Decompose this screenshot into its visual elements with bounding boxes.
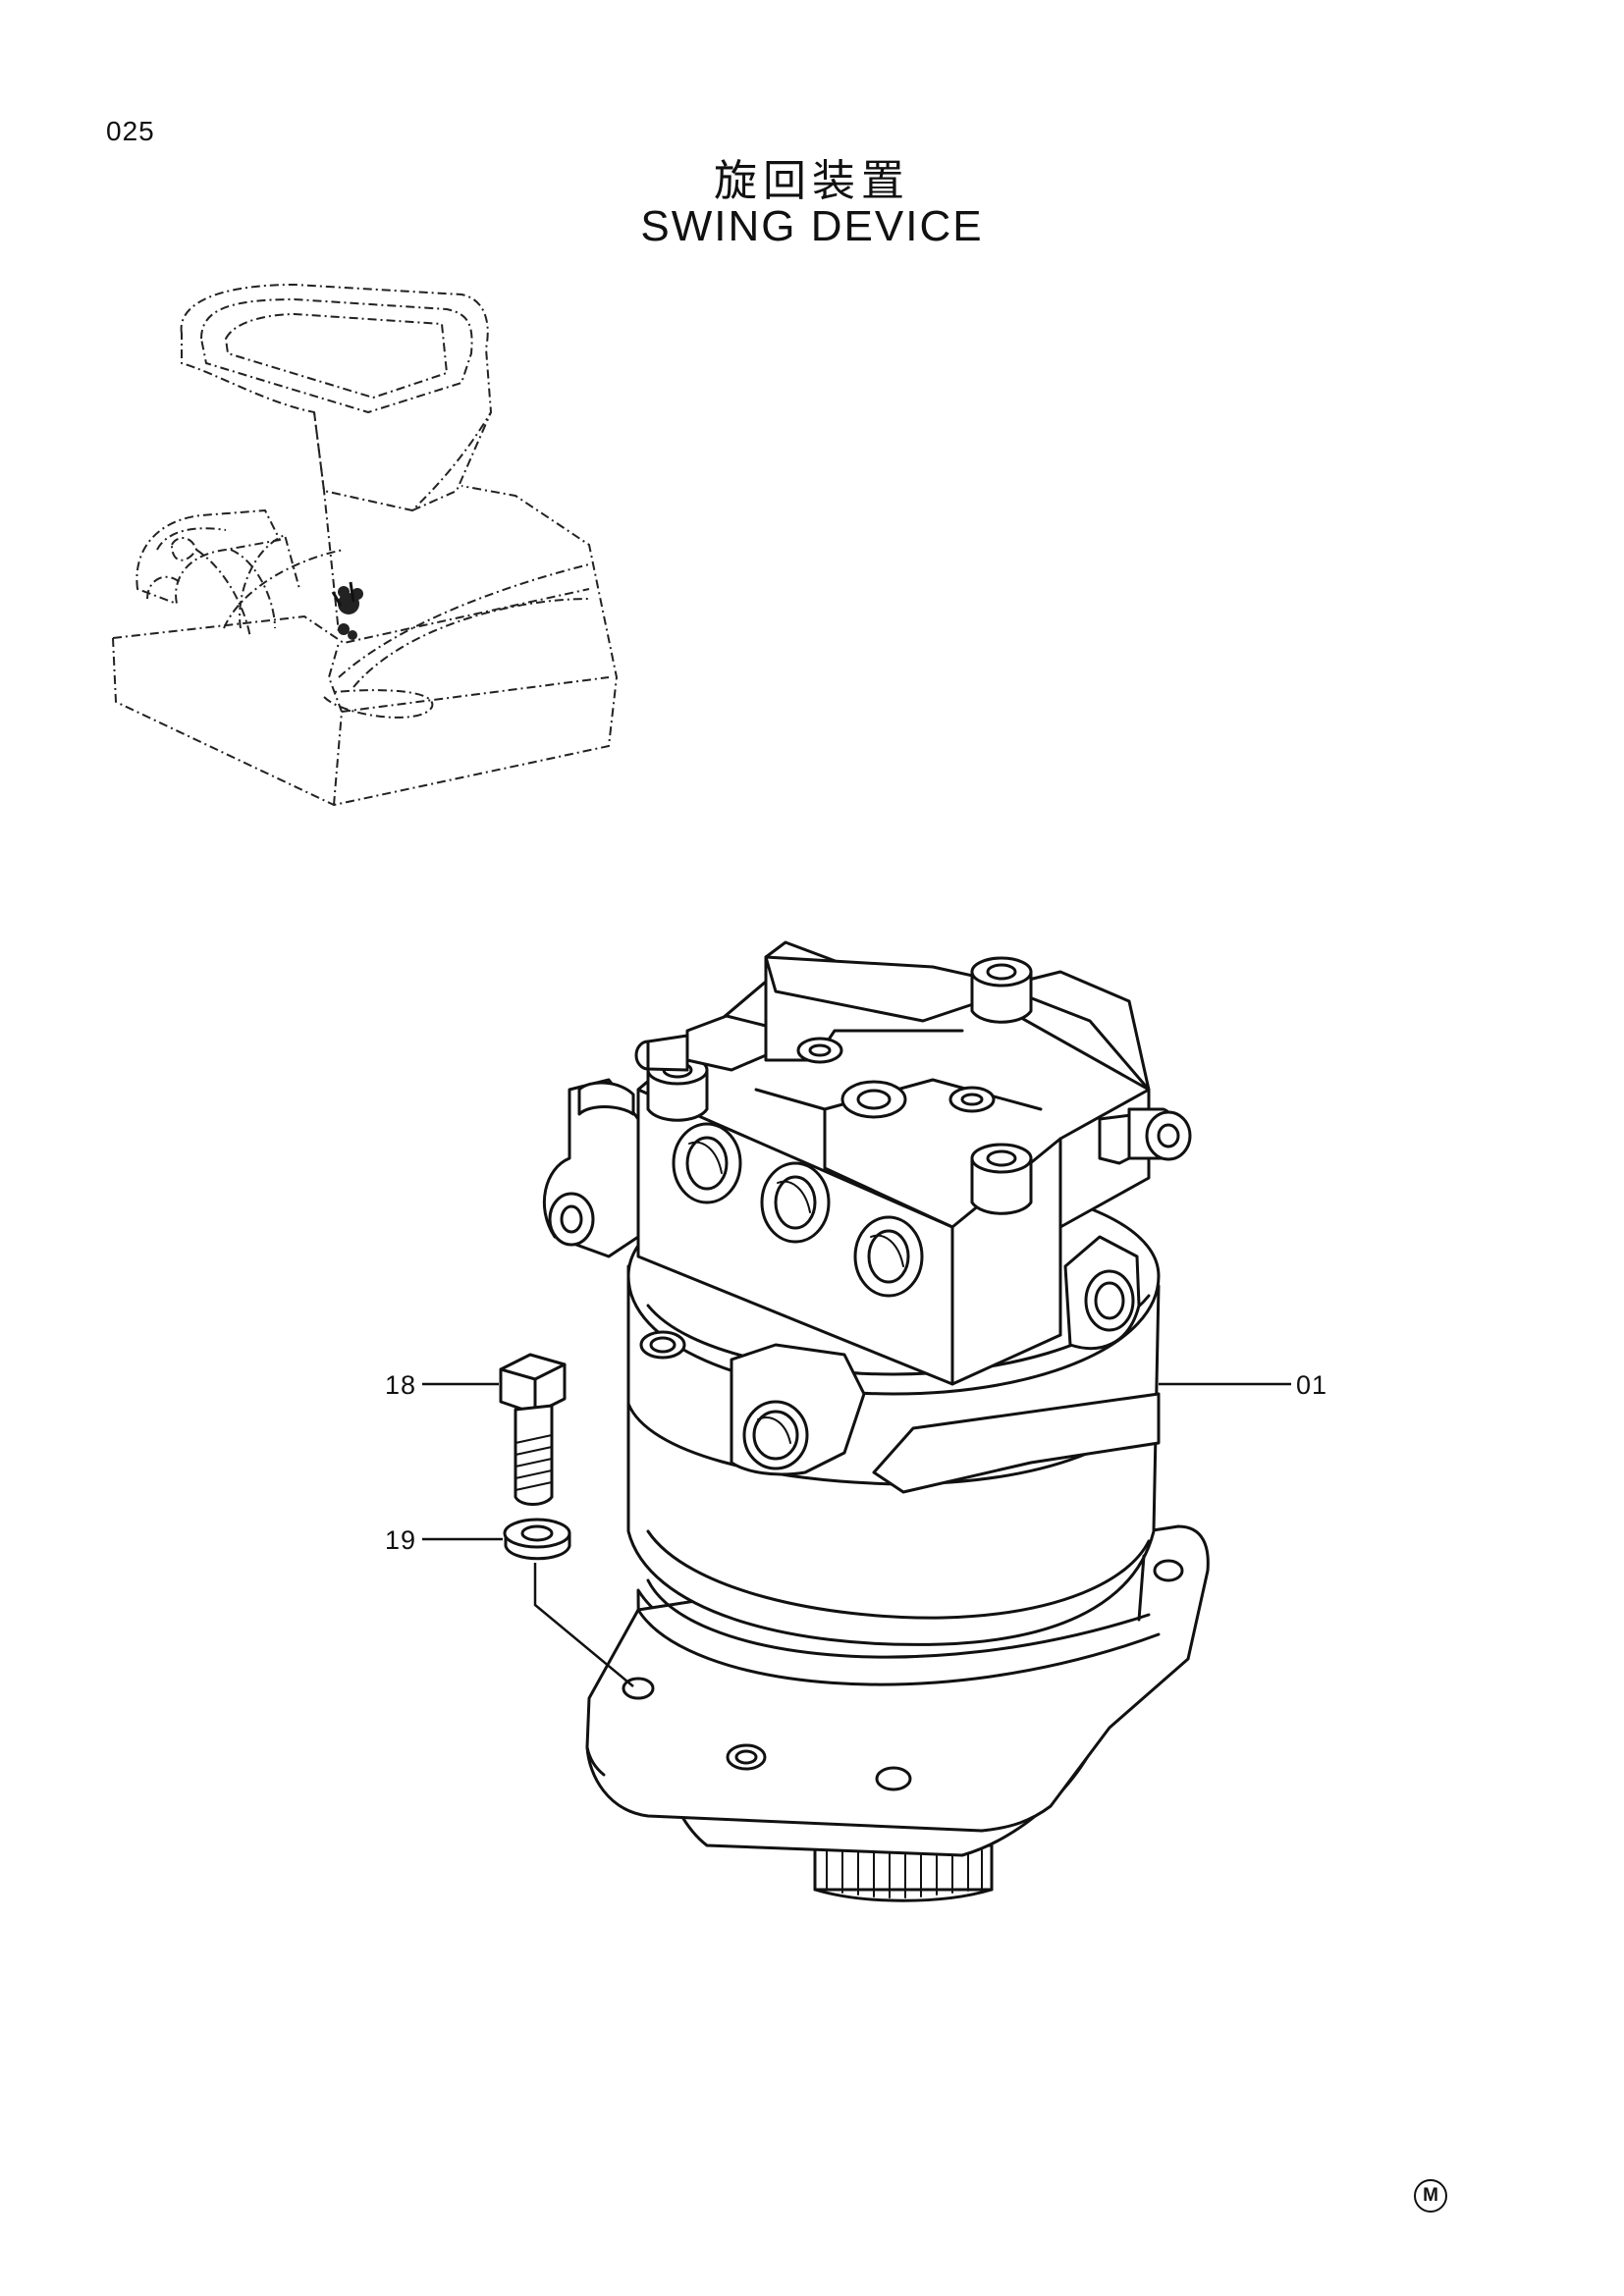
washer-icon [503, 1518, 571, 1561]
hex-bolt-icon [499, 1353, 567, 1506]
page-title-english: SWING DEVICE [640, 202, 984, 250]
page-number: 025 [106, 116, 155, 146]
callout-01: 01 [1296, 1370, 1328, 1400]
excavator-overview-icon [112, 284, 618, 806]
swing-motor-icon [542, 940, 1210, 1902]
leader-lines [422, 1382, 1291, 1687]
page-title-japanese: 旋回装置 [714, 156, 910, 206]
callout-18: 18 [385, 1370, 417, 1400]
callout-19: 19 [385, 1525, 417, 1555]
registered-mark: M [1414, 2179, 1447, 2213]
